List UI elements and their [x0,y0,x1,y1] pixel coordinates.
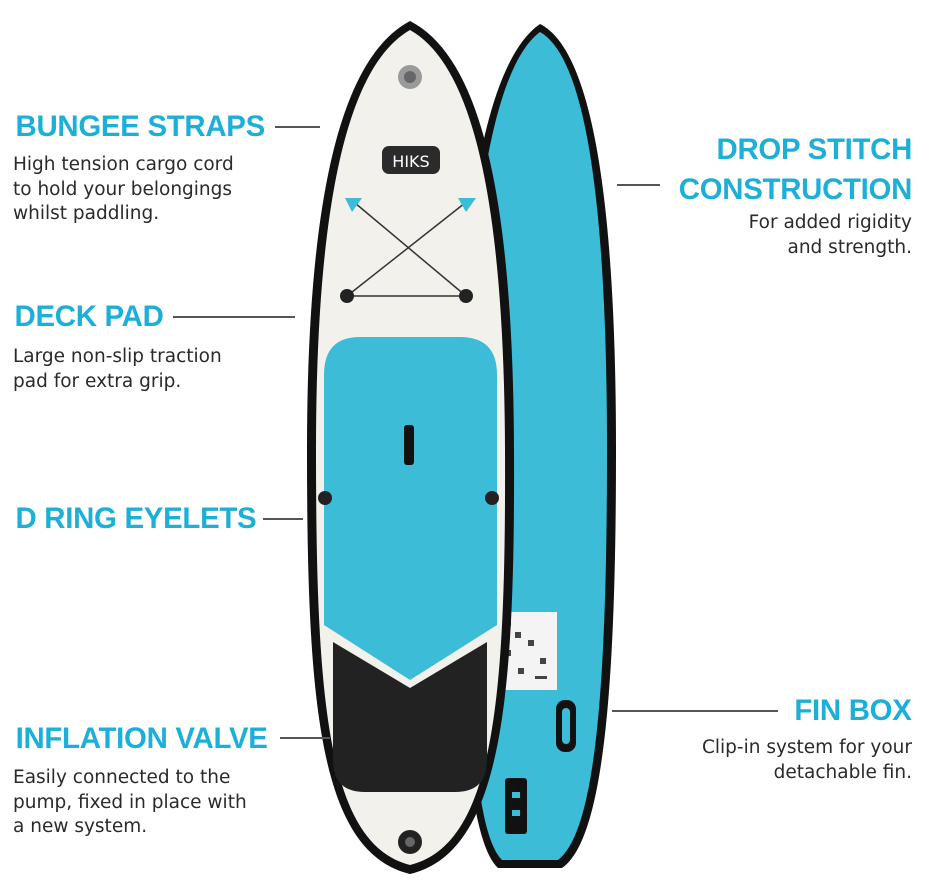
text-line: For added rigidity [748,212,912,233]
d-ring-icon [485,491,499,505]
brand-logo-text: HIKS [392,152,429,171]
drop-stitch-title: DROP STITCH CONSTRUCTION [678,130,913,210]
text-line: Clip-in system for your [701,737,912,758]
deck-pointer-line [173,316,295,318]
text-line: pump, fixed in place with [13,791,247,813]
valve-description: Easily connected to the pump, fixed in p… [13,766,247,840]
brand-logo [382,146,440,174]
fin-box-title: FIN BOX [794,694,912,727]
tail-pad [333,642,487,792]
text-line: Large non-slip traction [13,346,222,367]
deck-description: Large non-slip traction pad for extra gr… [13,345,222,394]
rear-fin-box [505,778,527,834]
d-ring-pointer-line [263,518,303,520]
drop-stitch-description: For added rigidity and strength. [749,211,912,260]
bungee-pointer-line [275,126,320,128]
bungee-cords [346,202,467,297]
deck-pad-title: DECK PAD [14,300,164,333]
text-line: whilst paddling. [13,203,160,224]
drop-stitch-pointer-line [617,184,660,186]
d-ring-icon [340,289,354,303]
text-line: High tension cargo cord [13,154,234,175]
fin-box-pointer-line [612,710,778,712]
text-line: pad for extra grip. [13,370,182,392]
bungee-straps-title: BUNGEE STRAPS [15,110,266,143]
title-line: CONSTRUCTION [678,173,913,206]
title-line: DROP STITCH [716,133,912,166]
text-line: a new system. [13,816,148,837]
front-board: HIKS [307,21,515,874]
inflation-valve-title: INFLATION VALVE [15,722,268,755]
d-ring-icon [459,289,473,303]
text-line: detachable fin. [773,761,912,783]
valve-pointer-line [280,737,330,739]
deck-pad [324,337,497,680]
d-ring-title: D RING EYELETS [15,502,257,535]
fin-box-description: Clip-in system for your detachable fin. [702,736,912,785]
bungee-description: High tension cargo cord to hold your bel… [13,153,234,227]
carry-handle [404,425,414,465]
text-line: to hold your belongings [13,178,233,200]
d-ring-icon [318,491,332,505]
text-line: and strength. [787,236,913,258]
text-line: Easily connected to the [13,767,231,788]
